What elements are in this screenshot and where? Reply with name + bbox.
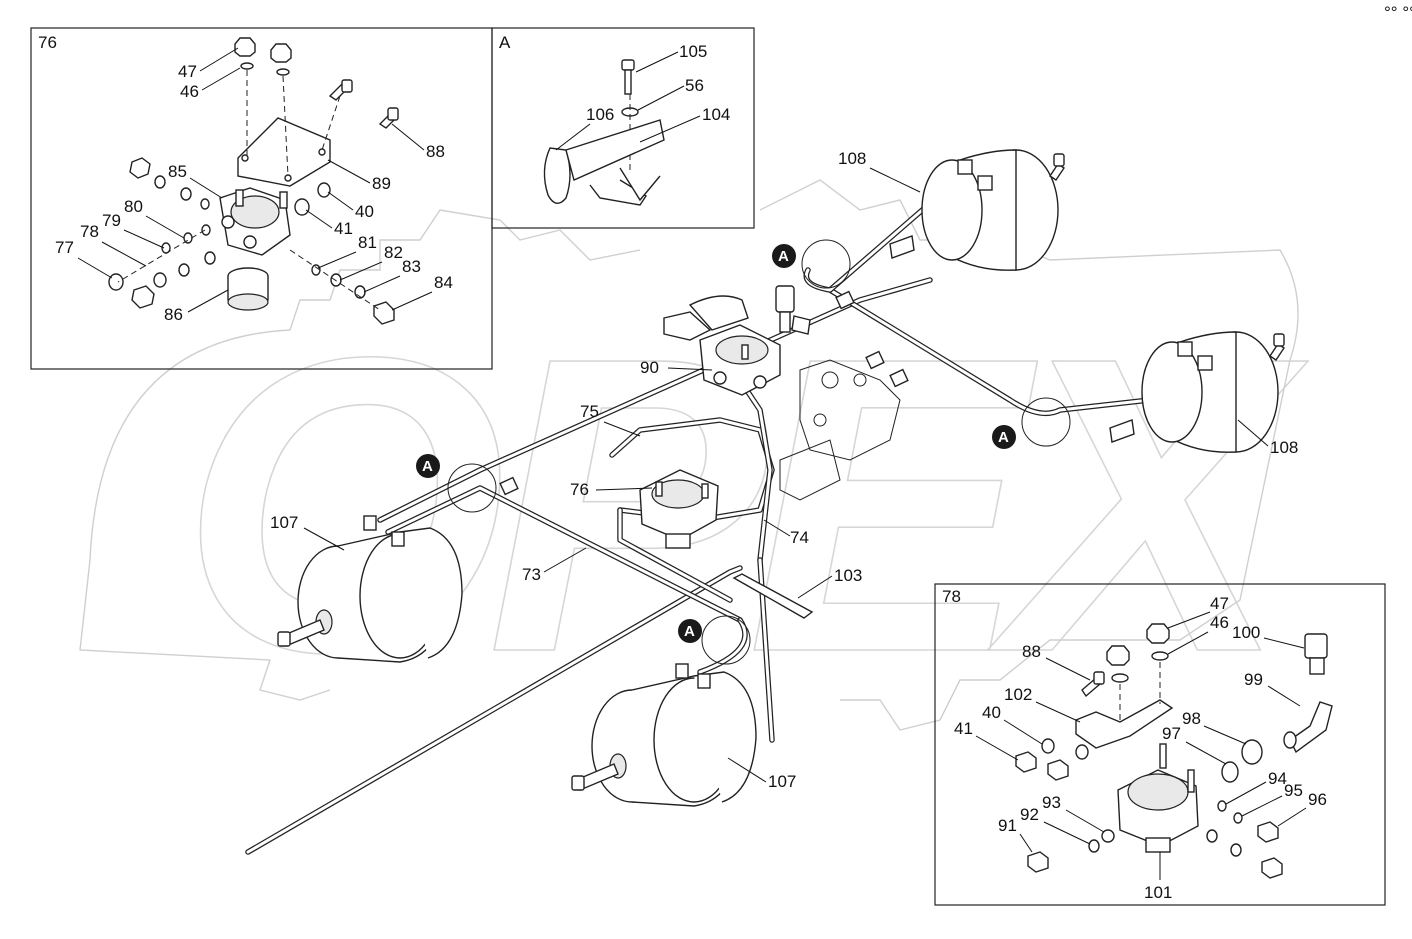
- section-marker-a-3: A: [416, 454, 440, 478]
- label-40b: 40: [982, 703, 1001, 722]
- label-101: 101: [1144, 883, 1172, 902]
- label-81: 81: [358, 233, 377, 252]
- label-88: 88: [426, 142, 445, 161]
- label-99: 99: [1244, 670, 1263, 689]
- corner-mark: °° °°°: [1384, 3, 1412, 22]
- relay-valve-76: [219, 187, 291, 256]
- label-89: 89: [372, 174, 391, 193]
- svg-text:A: A: [684, 623, 695, 640]
- brake-chamber-107-right: [571, 663, 757, 807]
- label-92: 92: [1020, 805, 1039, 824]
- relay-valve-76-center: [639, 469, 719, 549]
- brake-chamber-108-top: [889, 149, 1065, 271]
- label-102: 102: [1004, 685, 1032, 704]
- label-96: 96: [1308, 790, 1327, 809]
- label-107-left: 107: [270, 513, 298, 532]
- label-47: 47: [178, 62, 197, 81]
- label-79: 79: [102, 211, 121, 230]
- section-marker-a-1: A: [772, 244, 796, 268]
- relay-valve-90: [663, 285, 811, 396]
- label-93: 93: [1042, 793, 1061, 812]
- label-107-right: 107: [768, 772, 796, 791]
- label-91: 91: [998, 816, 1017, 835]
- detail-box-A-title: A: [499, 33, 511, 52]
- svg-text:A: A: [778, 248, 789, 265]
- label-56: 56: [685, 76, 704, 95]
- label-108-bottom: 108: [1270, 438, 1298, 457]
- label-41a: 41: [334, 219, 353, 238]
- label-106: 106: [586, 105, 614, 124]
- label-86: 86: [164, 305, 183, 324]
- brake-chamber-108-bottom: [1109, 331, 1285, 453]
- label-95: 95: [1284, 781, 1303, 800]
- svg-text:A: A: [998, 429, 1009, 446]
- strip-103: [732, 573, 814, 619]
- label-46: 46: [180, 82, 199, 101]
- label-94: 94: [1268, 769, 1287, 788]
- label-90: 90: [640, 358, 659, 377]
- detail-box-78: 78: [934, 583, 1386, 906]
- detail-box-76-title: 76: [38, 33, 57, 52]
- label-77: 77: [55, 238, 74, 257]
- label-78a: 78: [80, 222, 99, 241]
- label-74: 74: [790, 528, 809, 547]
- label-98: 98: [1182, 709, 1201, 728]
- label-75: 75: [580, 402, 599, 421]
- section-marker-a-4: A: [678, 619, 702, 643]
- axle-bracket: [779, 359, 901, 501]
- label-73: 73: [522, 565, 541, 584]
- label-103: 103: [834, 566, 862, 585]
- relay-valve-101: [1117, 743, 1199, 853]
- label-84: 84: [434, 273, 453, 292]
- label-80: 80: [124, 197, 143, 216]
- label-105: 105: [679, 42, 707, 61]
- label-85: 85: [168, 162, 187, 181]
- label-83: 83: [402, 257, 421, 276]
- main-labels: 108 108 90 75 76 74 73 107 107 103: [270, 149, 1298, 791]
- section-marker-a-2: A: [992, 425, 1016, 449]
- label-108-top: 108: [838, 149, 866, 168]
- label-47b: 47: [1210, 594, 1229, 613]
- label-88b: 88: [1022, 642, 1041, 661]
- label-82: 82: [384, 243, 403, 262]
- detail-box-76: 76: [30, 27, 493, 370]
- label-97: 97: [1162, 724, 1181, 743]
- detail-box-A: A 105 56 106 104: [491, 27, 755, 229]
- bracket-plate-89: [237, 117, 331, 187]
- brake-chamber-107-left: [277, 515, 463, 663]
- label-76: 76: [570, 480, 589, 499]
- label-41b: 41: [954, 719, 973, 738]
- label-46b: 46: [1210, 613, 1229, 632]
- label-104: 104: [702, 105, 730, 124]
- svg-text:A: A: [422, 458, 433, 475]
- label-40a: 40: [355, 202, 374, 221]
- pipework: [245, 183, 1153, 855]
- label-100: 100: [1232, 623, 1260, 642]
- detail-box-78-title: 78: [942, 587, 961, 606]
